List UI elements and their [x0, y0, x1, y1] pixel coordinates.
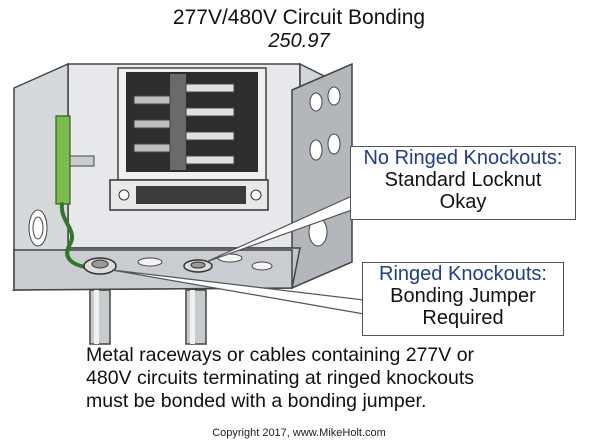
description-line: must be bonded with a bonding jumper.: [86, 390, 427, 412]
bus-finger: [185, 131, 235, 141]
description-line: Metal raceways or cables containing 277V…: [86, 344, 475, 366]
bonding-jumper-wire: [59, 202, 94, 270]
neutral-screw: [250, 189, 262, 201]
raceway-right-highlight: [190, 290, 195, 344]
left-knockout-ring: [32, 216, 44, 240]
bus-finger-left: [133, 143, 171, 153]
bus-finger: [185, 155, 235, 165]
callout-line: Standard Locknut: [384, 169, 542, 191]
code-section-reference: 250.97: [268, 30, 330, 52]
ground-bar-bracket: [69, 155, 95, 167]
neutral-bar-strip: [136, 186, 246, 204]
side-knockout: [327, 133, 341, 155]
floor-knockout: [137, 257, 163, 267]
callout-line: Okay: [439, 191, 487, 213]
side-knockout: [309, 92, 323, 112]
box-front-wall: [13, 249, 293, 291]
copyright-notice: Copyright 2017, www.MikeHolt.com: [212, 427, 386, 439]
raceway-left: [89, 289, 111, 345]
bus-finger-left: [133, 95, 171, 105]
floor-knockout: [251, 261, 273, 271]
callout-no-ringed-knockouts: No Ringed Knockouts: Standard Locknut Ok…: [350, 146, 576, 220]
callout-ringed-knockouts: Ringed Knockouts: Bonding Jumper Require…: [362, 262, 564, 336]
side-knockout: [327, 86, 341, 106]
left-knockout: [28, 209, 48, 247]
callout-line: Required: [422, 307, 504, 329]
diagram-title: 277V/480V Circuit Bonding: [172, 6, 426, 29]
description-line: 480V circuits terminating at ringed knoc…: [86, 367, 475, 389]
bus-finger-left: [133, 119, 171, 129]
raceway-left-highlight: [94, 290, 99, 344]
bonding-bushing-inner: [91, 259, 109, 269]
callout-line: Bonding Jumper: [390, 285, 536, 307]
box-right-side: [291, 62, 353, 290]
callout-heading: Ringed Knockouts:: [379, 263, 547, 285]
raceway-right: [185, 289, 207, 345]
neutral-screw: [118, 189, 130, 201]
side-knockout: [309, 139, 323, 161]
callout-heading: No Ringed Knockouts:: [363, 147, 563, 169]
bus-bar: [170, 74, 186, 170]
ground-bar: [55, 115, 71, 205]
bus-finger: [185, 83, 235, 93]
bus-finger: [185, 107, 235, 117]
standard-locknut-inner: [190, 261, 206, 269]
description-text: Metal raceways or cables containing 277V…: [86, 344, 586, 413]
